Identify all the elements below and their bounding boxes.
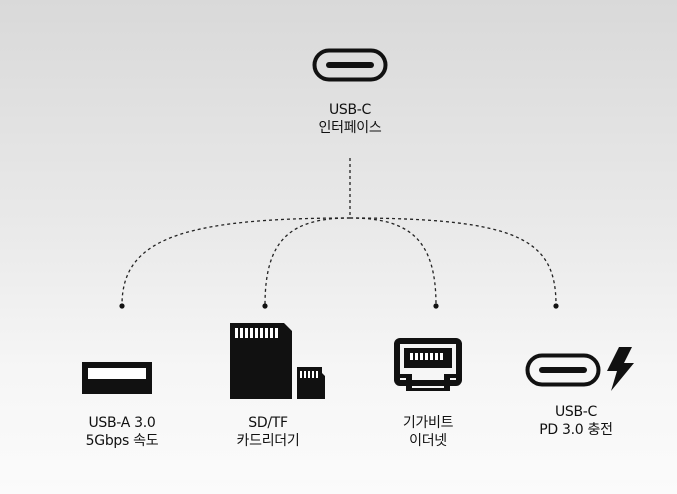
- usb-a-label-line2: 5Gbps 속도: [85, 433, 159, 449]
- sd-tf-card-icon: [230, 323, 325, 399]
- ethernet-label: 기가비트 이더넷: [378, 414, 478, 450]
- branch-ethernet: [349, 217, 437, 306]
- usb-a-label: USB-A 3.0 5Gbps 속도: [62, 414, 182, 450]
- ethernet-label-line2: 이더넷: [409, 433, 447, 449]
- usb-c-pd-port-icon: [525, 353, 601, 387]
- source-label-line2: 인터페이스: [318, 120, 382, 136]
- node-dot-usb-a: [119, 303, 125, 309]
- node-dot-sd-tf: [262, 303, 268, 309]
- ethernet-port-icon: [394, 338, 462, 391]
- sd-tf-label-line2: 카드리더기: [236, 433, 300, 449]
- source-label-line1: USB-C: [328, 102, 372, 118]
- usb-a-label-line1: USB-A 3.0: [88, 415, 156, 431]
- usb-c-pd-label: USB-C PD 3.0 충전: [516, 403, 636, 439]
- sd-tf-label: SD/TF 카드리더기: [218, 414, 318, 450]
- sd-tf-label-line1: SD/TF: [248, 415, 288, 431]
- node-dot-usb-c-pd: [553, 303, 559, 309]
- lightning-bolt-icon: [607, 347, 634, 391]
- ethernet-label-line1: 기가비트: [402, 415, 454, 431]
- node-dot-ethernet: [433, 303, 439, 309]
- source-label: USB-C 인터페이스: [300, 101, 400, 137]
- branch-usb-c-pd: [349, 217, 557, 306]
- branch-sd-tf: [264, 217, 351, 306]
- usb-c-port-icon: [312, 48, 388, 82]
- branch-usb-a: [121, 217, 351, 306]
- usb-c-pd-label-line1: USB-C: [554, 404, 598, 420]
- usb-c-pd-label-line2: PD 3.0 충전: [539, 422, 613, 438]
- usb-a-port-icon: [82, 362, 152, 394]
